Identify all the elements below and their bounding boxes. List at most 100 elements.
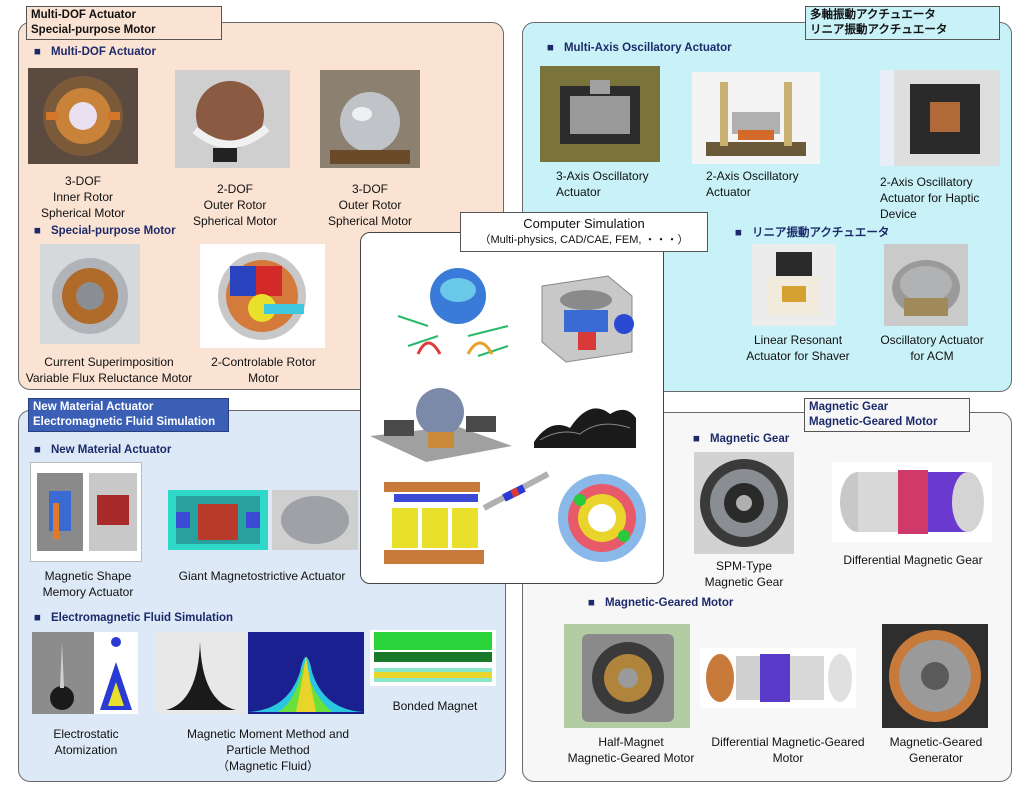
caption-spm-magnetic-gear: SPM-Type Magnetic Gear	[704, 559, 784, 589]
caption-current-superimposition: Current Superimposition Variable Flux Re…	[25, 355, 193, 385]
actuator-graphic	[752, 244, 836, 326]
caption-haptic-actuator: 2-Axis Oscillatory Actuator for Haptic D…	[880, 175, 980, 221]
photo-spm-magnetic-gear	[694, 452, 794, 554]
tag-new-material: New Material Actuator Electromagnetic Fl…	[28, 398, 229, 432]
plot-bonded-magnet	[370, 630, 496, 686]
tag-line: Multi-DOF Actuator	[31, 9, 136, 21]
sim-spherical-cad	[366, 376, 516, 468]
caption-electrostatic-atomization: Electrostatic Atomization	[53, 727, 119, 757]
heading-fluid-simulation: Electromagnetic Fluid Simulation	[34, 612, 233, 624]
photo-oscillatory-actuator-acm	[884, 244, 968, 326]
bonded-magnet-graphic	[370, 630, 496, 686]
spherical-motor-graphic	[175, 70, 290, 168]
plot-particle-method	[248, 632, 364, 714]
cad-graphic	[366, 376, 516, 468]
photo-2dof-outer-rotor	[175, 70, 290, 168]
tag-line: New Material Actuator	[33, 401, 154, 413]
tag-line: リニア振動アクチュエータ	[810, 24, 948, 36]
tag-line: 多軸振動アクチュエータ	[810, 9, 936, 21]
tag-oscillatory: 多軸振動アクチュエータ リニア振動アクチュエータ	[805, 6, 1000, 40]
heading-magnetic-geared-motor: Magnetic-Geared Motor	[588, 597, 733, 609]
actuator-graphic	[884, 244, 968, 326]
render-differential-magnetic-gear	[832, 462, 992, 542]
caption-bonded-magnet: Bonded Magnet	[392, 699, 478, 713]
actuator-graphic	[540, 66, 660, 162]
photo-2-axis-oscillatory	[692, 72, 820, 164]
sim-rotor-fem	[554, 470, 650, 566]
tag-line: Special-purpose Motor	[31, 24, 156, 36]
caption-3dof-inner-rotor: 3-DOF Inner Rotor Spherical Motor	[40, 174, 126, 220]
heading-magnetic-gear: Magnetic Gear	[693, 433, 789, 445]
simulation-subtitle: （Multi-physics, CAD/CAE, FEM, ・・・）	[479, 234, 689, 246]
actuator-graphic	[880, 70, 1000, 166]
tag-line: Magnetic Gear	[809, 401, 889, 413]
particle-graphic	[530, 388, 640, 452]
actuator-graphic	[692, 72, 820, 164]
fem-graphic	[554, 470, 650, 566]
tag-magnetic-gear: Magnetic Gear Magnetic-Geared Motor	[804, 398, 970, 432]
photo-magnetic-geared-generator	[882, 624, 988, 728]
caption-oscillatory-acm: Oscillatory Actuator for ACM	[880, 333, 984, 363]
gear-graphic	[694, 452, 794, 554]
actuator-render-graphic	[31, 463, 141, 561]
heading-multi-axis: Multi-Axis Oscillatory Actuator	[547, 42, 732, 54]
fem-graphic	[380, 478, 490, 570]
generator-graphic	[882, 624, 988, 728]
heading-special-purpose: Special-purpose Motor	[34, 225, 176, 237]
render-magnetic-shape-memory	[30, 462, 142, 562]
spherical-motor-graphic	[320, 70, 420, 168]
caption-giant-magnetostrictive: Giant Magnetostrictive Actuator	[178, 569, 346, 583]
caption-differential-magnetic-gear: Differential Magnetic Gear	[843, 553, 983, 567]
photo-3dof-inner-rotor	[28, 68, 138, 164]
caption-magnetic-geared-generator: Magnetic-Geared Generator	[889, 735, 983, 765]
photo-current-superimposition-motor	[40, 244, 140, 344]
tag-line: Electromagnetic Fluid Simulation	[33, 416, 216, 428]
caption-2-axis-oscillatory: 2-Axis Oscillatory Actuator	[706, 169, 799, 199]
motor-graphic	[564, 624, 690, 728]
heading-new-material: New Material Actuator	[34, 444, 171, 456]
photo-electrostatic-atomization	[32, 632, 138, 714]
stator-graphic	[40, 244, 140, 344]
sim-particles	[530, 388, 640, 452]
sim-linear-fem	[380, 478, 490, 570]
sim-field-vectors	[388, 266, 518, 366]
atomization-graphic	[32, 632, 138, 714]
render-2-controlable-rotor	[200, 244, 325, 348]
render-giant-magnetostrictive	[168, 490, 268, 550]
tag-multi-dof: Multi-DOF Actuator Special-purpose Motor	[26, 6, 222, 40]
caption-2dof-outer-rotor: 2-DOF Outer Rotor Spherical Motor	[192, 182, 278, 228]
field-simulation-graphic	[388, 266, 518, 366]
photo-3-axis-oscillatory	[540, 66, 660, 162]
sim-shaft	[480, 468, 552, 514]
caption-magnetic-moment-method: Magnetic Moment Method and Particle Meth…	[186, 727, 350, 773]
caption-3-axis-oscillatory: 3-Axis Oscillatory Actuator	[556, 169, 649, 199]
photo-half-magnet-motor	[564, 624, 690, 728]
gear-render-graphic	[832, 462, 992, 542]
sim-cad-actuator	[528, 266, 640, 366]
caption-magnetic-shape-memory: Magnetic Shape Memory Actuator	[42, 569, 134, 599]
actuator-render-graphic	[168, 490, 268, 550]
caption-differential-geared-motor: Differential Magnetic-Geared Motor	[711, 735, 865, 765]
tag-computer-simulation: Computer Simulation （Multi-physics, CAD/…	[460, 212, 708, 252]
render-differential-geared-motor	[700, 648, 856, 708]
motor-render-graphic	[700, 648, 856, 708]
caption-2-controlable-rotor: 2-Controlable Rotor Motor	[211, 355, 316, 385]
heading-multi-dof: Multi-DOF Actuator	[34, 46, 156, 58]
photo-haptic-actuator	[880, 70, 1000, 166]
shaft-graphic	[480, 468, 552, 514]
cad-graphic	[528, 266, 640, 366]
photo-giant-magnetostrictive	[272, 490, 358, 550]
caption-half-magnet-motor: Half-Magnet Magnetic-Geared Motor	[567, 735, 695, 765]
photo-3dof-outer-rotor	[320, 70, 420, 168]
rotor-render-graphic	[200, 244, 325, 348]
heading-linear-oscillatory: リニア振動アクチュエータ	[735, 224, 889, 240]
photo-linear-resonant-actuator	[752, 244, 836, 326]
magnetic-fluid-graphic	[156, 632, 246, 714]
simulation-title: Computer Simulation	[523, 216, 645, 231]
caption-linear-resonant: Linear Resonant Actuator for Shaver	[746, 333, 850, 363]
photo-magnetic-fluid-spike	[156, 632, 246, 714]
actuator-photo-graphic	[272, 490, 358, 550]
caption-3dof-outer-rotor: 3-DOF Outer Rotor Spherical Motor	[327, 182, 413, 228]
particle-plot-graphic	[248, 632, 364, 714]
tag-line: Magnetic-Geared Motor	[809, 416, 938, 428]
